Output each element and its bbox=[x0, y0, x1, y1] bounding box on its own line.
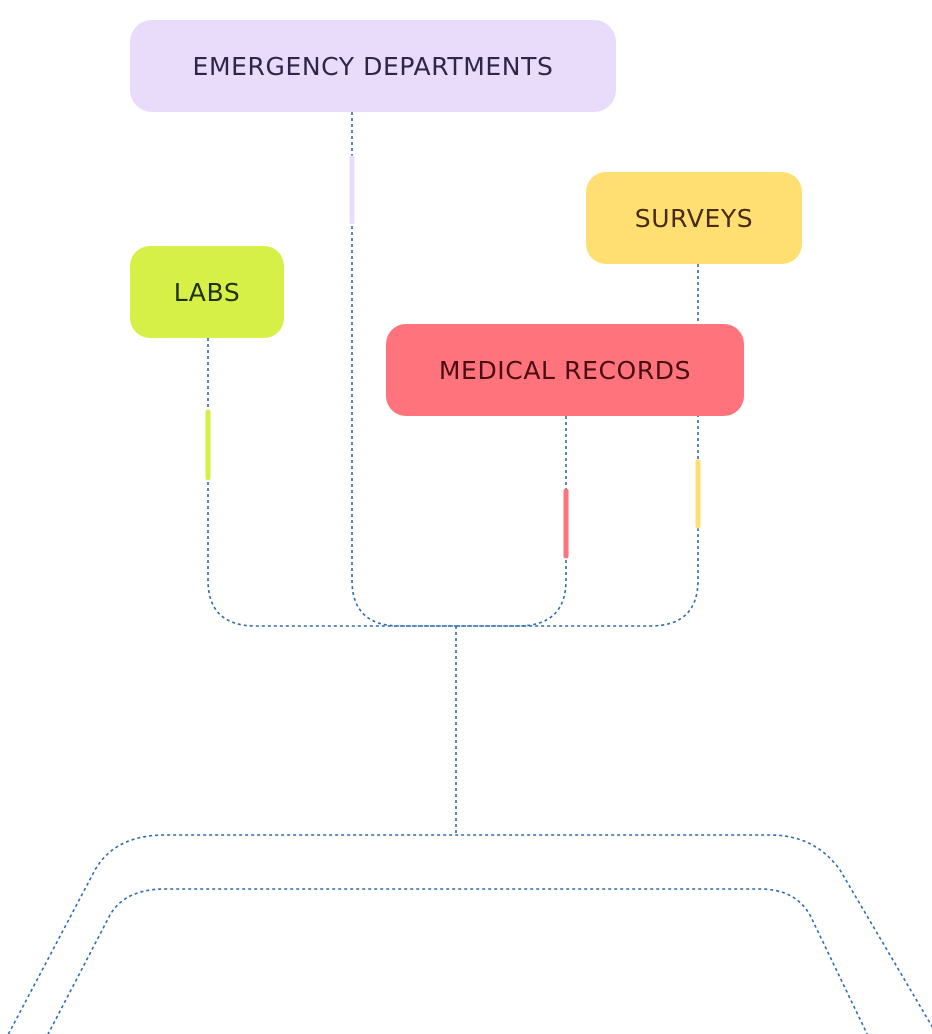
node-emergency-departments-label: EMERGENCY DEPARTMENTS bbox=[192, 51, 554, 81]
node-labs-label: LABS bbox=[173, 277, 241, 307]
connector-surveys bbox=[456, 264, 699, 627]
container-inner-outline bbox=[47, 888, 869, 1034]
node-medical-records: MEDICAL RECORDS bbox=[386, 324, 744, 416]
container-outer-outline bbox=[7, 834, 932, 1034]
connector-emergency-departments bbox=[351, 112, 456, 627]
node-medical-records-label: MEDICAL RECORDS bbox=[438, 355, 692, 385]
node-emergency-departments: EMERGENCY DEPARTMENTS bbox=[130, 20, 616, 112]
node-labs: LABS bbox=[130, 246, 284, 338]
connector-medical-records bbox=[456, 416, 567, 627]
node-surveys: SURVEYS bbox=[586, 172, 802, 264]
node-surveys-label: SURVEYS bbox=[634, 203, 754, 233]
